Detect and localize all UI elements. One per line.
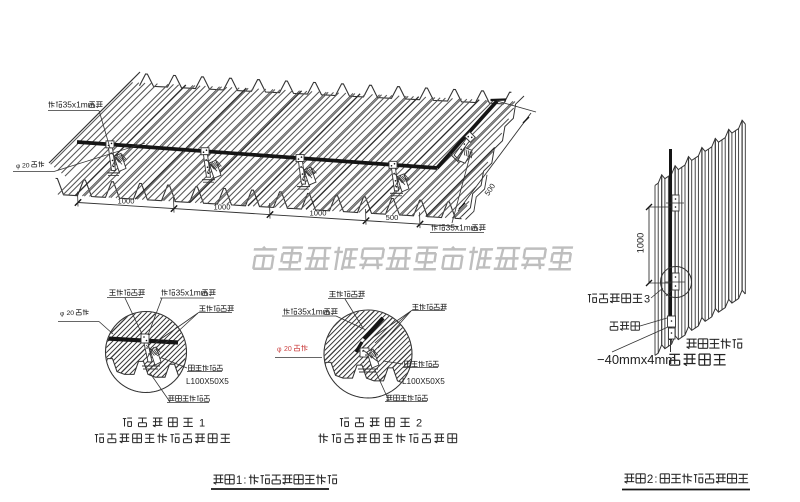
svg-text:1000: 1000 [636, 233, 646, 253]
svg-text:φ: φ [60, 311, 64, 318]
svg-text:L100X50X5: L100X50X5 [402, 377, 445, 386]
svg-text::: : [654, 474, 657, 486]
svg-text:−40mmx4mm: −40mmx4mm [597, 352, 676, 367]
svg-text:1: 1 [236, 475, 242, 487]
svg-text:500: 500 [483, 182, 498, 198]
svg-text:3: 3 [644, 294, 650, 306]
svg-text:2: 2 [647, 474, 653, 486]
svg-text:35x1mm: 35x1mm [63, 99, 95, 109]
svg-text:35x1mm: 35x1mm [298, 306, 330, 316]
svg-text:1: 1 [199, 418, 205, 430]
svg-text:φ: φ [16, 163, 20, 170]
svg-text:L100X50X5: L100X50X5 [186, 377, 229, 386]
svg-text:1000: 1000 [118, 196, 135, 205]
svg-text:20: 20 [284, 346, 292, 353]
svg-text:1000: 1000 [214, 202, 231, 211]
svg-text:2: 2 [416, 418, 422, 430]
svg-text:35x1mm: 35x1mm [176, 287, 208, 297]
svg-text:1000: 1000 [310, 209, 327, 218]
svg-text:20: 20 [22, 163, 30, 170]
svg-text:20: 20 [67, 310, 75, 317]
svg-text::: : [243, 475, 246, 487]
svg-text:500: 500 [386, 213, 399, 222]
svg-text:35x1mm: 35x1mm [446, 222, 478, 232]
svg-text:φ: φ [277, 347, 282, 354]
